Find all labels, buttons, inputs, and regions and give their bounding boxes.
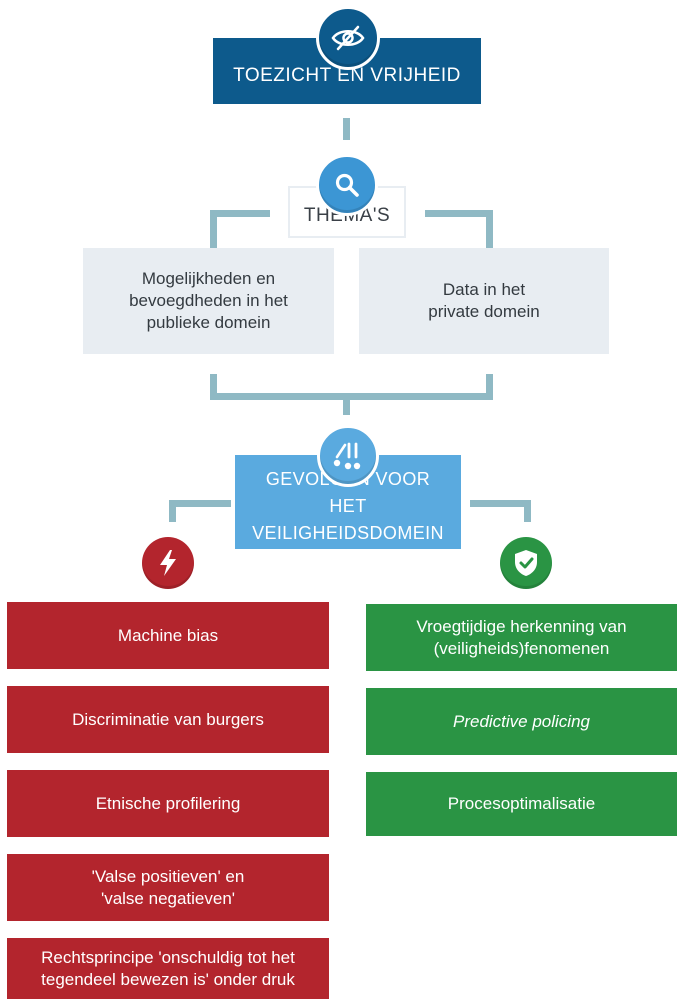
magnifier-icon xyxy=(335,173,359,197)
themes-circle xyxy=(316,154,378,216)
header-title: TOEZICHT EN VRIJHEID xyxy=(233,65,461,86)
negative-item-label: 'Valse positieven' en 'valse negatieven' xyxy=(91,866,245,908)
theme-item-private: Data in het private domein xyxy=(359,248,609,354)
negative-item-label: Etnische profilering xyxy=(95,793,241,813)
negative-item-label: Rechtsprincipe 'onschuldig tot het tegen… xyxy=(41,947,295,989)
negative-item: Discriminatie van burgers xyxy=(7,686,329,753)
connector-right-h xyxy=(470,500,531,507)
positive-item: Predictive policing xyxy=(366,688,677,755)
connector-left-v xyxy=(169,500,176,522)
consequences-circle xyxy=(317,425,379,487)
eye-slash-icon xyxy=(331,25,365,51)
theme-item-label: Data in het private domein xyxy=(428,280,540,321)
connector-right-v xyxy=(524,500,531,522)
header-circle xyxy=(316,6,380,70)
scales-icon xyxy=(333,442,361,470)
bracket-right-top-h xyxy=(425,210,493,217)
connector-themes-consequences xyxy=(343,393,350,415)
theme-item-label: Mogelijkheden en bevoegdheden in het pub… xyxy=(129,269,288,332)
bracket-bottom-h xyxy=(210,393,493,400)
negative-item-label: Machine bias xyxy=(117,625,219,645)
positive-circle xyxy=(500,537,552,589)
lightning-icon xyxy=(160,550,176,576)
positive-item: Procesoptimalisatie xyxy=(366,772,677,836)
positive-item-label: Predictive policing xyxy=(452,711,590,731)
negative-item: 'Valse positieven' en 'valse negatieven' xyxy=(7,854,329,921)
negative-item-label: Discriminatie van burgers xyxy=(72,709,264,729)
shield-check-icon xyxy=(515,550,537,576)
bracket-right-top-v xyxy=(486,210,493,248)
connector-left-h xyxy=(169,500,231,507)
negative-item: Rechtsprincipe 'onschuldig tot het tegen… xyxy=(7,938,329,999)
connector-header-themes xyxy=(343,118,350,140)
negative-circle xyxy=(142,537,194,589)
bracket-left-top-v xyxy=(210,210,217,248)
negative-item: Machine bias xyxy=(7,602,329,669)
theme-item-public: Mogelijkheden en bevoegdheden in het pub… xyxy=(83,248,334,354)
bracket-bottom-left-v xyxy=(210,374,217,400)
negative-item: Etnische profilering xyxy=(7,770,329,837)
positive-item: Vroegtijdige herkenning van (veiligheids… xyxy=(366,604,677,671)
bracket-left-top-h xyxy=(210,210,270,217)
positive-item-label: Vroegtijdige herkenning van (veiligheids… xyxy=(416,616,627,658)
positive-item-label: Procesoptimalisatie xyxy=(447,794,596,813)
bracket-bottom-right-v xyxy=(486,374,493,400)
